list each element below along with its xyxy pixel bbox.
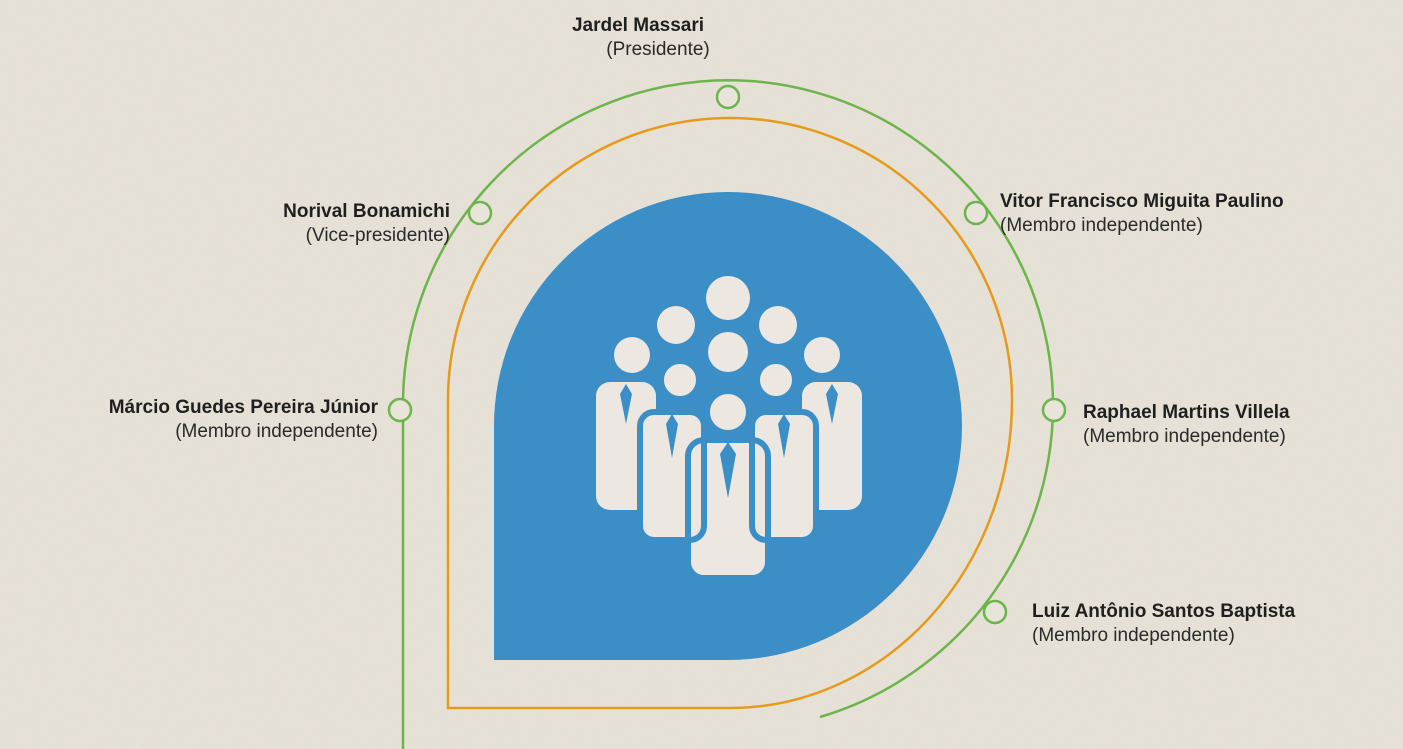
- member-role: (Vice-presidente): [305, 225, 450, 246]
- member-luiz: Luiz Antônio Santos Baptista (Membro ind…: [1032, 600, 1295, 648]
- member-role: (Membro independente): [1083, 426, 1286, 447]
- member-name: Jardel Massari: [571, 15, 705, 36]
- outer-ring: [401, 79, 1055, 749]
- node-vitor: [963, 200, 989, 226]
- member-role: (Presidente): [606, 39, 710, 60]
- ring-nodes: [387, 84, 1067, 625]
- inner-ring: [446, 116, 1014, 710]
- ties: [620, 384, 838, 498]
- member-name: Vitor Francisco Miguita Paulino: [1000, 191, 1284, 212]
- node-raphael: [1041, 397, 1067, 423]
- node-president: [715, 84, 741, 110]
- member-role: (Membro independente): [175, 421, 378, 442]
- node-vice: [467, 200, 493, 226]
- node-marcio: [387, 397, 413, 423]
- member-marcio: Márcio Guedes Pereira Júnior (Membro ind…: [109, 396, 378, 444]
- member-name: Márcio Guedes Pereira Júnior: [108, 397, 378, 418]
- member-president: Jardel Massari (Presidente): [548, 14, 728, 62]
- member-name: Raphael Martins Villela: [1083, 402, 1290, 423]
- member-role: (Membro independente): [1000, 215, 1203, 236]
- people-separators: [637, 358, 819, 581]
- node-luiz: [982, 599, 1008, 625]
- member-raphael: Raphael Martins Villela (Membro independ…: [1083, 401, 1290, 449]
- member-vice-president: Norival Bonamichi (Vice-presidente): [283, 200, 450, 248]
- member-vitor: Vitor Francisco Miguita Paulino (Membro …: [1000, 190, 1284, 238]
- member-name: Luiz Antônio Santos Baptista: [1032, 601, 1296, 622]
- member-role: (Membro independente): [1032, 625, 1235, 646]
- member-name: Norival Bonamichi: [283, 201, 450, 222]
